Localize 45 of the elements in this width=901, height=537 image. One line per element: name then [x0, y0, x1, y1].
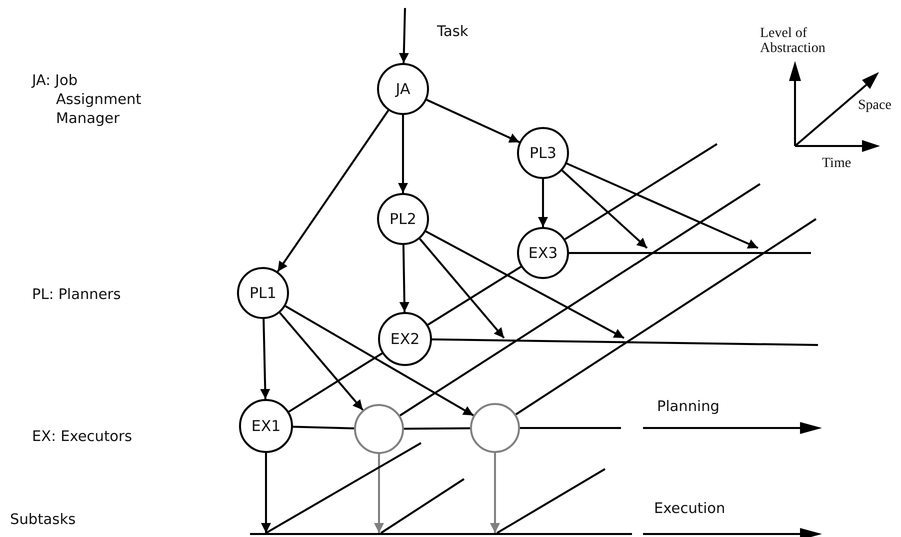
- label-text: PL: Planners: [32, 286, 121, 305]
- label-text: Planning: [657, 398, 720, 417]
- line: [404, 427, 470, 430]
- line: [432, 338, 818, 346]
- arrow: [399, 244, 410, 312]
- node-circle: EX3: [517, 227, 569, 279]
- line: [288, 352, 383, 413]
- arrow: [276, 110, 390, 272]
- arrow: [538, 179, 548, 227]
- label-text: JA: Job Assignment Manager: [32, 72, 142, 129]
- empty-circle: [354, 404, 404, 454]
- line: [515, 218, 817, 416]
- line: [569, 252, 811, 254]
- arrow: [279, 312, 364, 411]
- arrow: [490, 453, 500, 533]
- arrow: [284, 305, 474, 416]
- line: [427, 266, 522, 326]
- line: [520, 427, 621, 429]
- label-text: Level of Abstraction: [760, 27, 826, 56]
- node-circle: EX1: [239, 399, 293, 453]
- label-text: EX: Executors: [32, 428, 132, 447]
- label-text: Time: [822, 157, 852, 172]
- node-circle: PL3: [517, 127, 569, 179]
- label-text: Task: [437, 23, 468, 42]
- arrow: [260, 318, 270, 400]
- arrow: [261, 453, 271, 533]
- arrow: [566, 162, 758, 249]
- arrow: [562, 170, 648, 249]
- arrow: [398, 115, 408, 193]
- line: [399, 183, 761, 416]
- label-text: Subtasks: [10, 511, 76, 530]
- label-text: Space: [858, 99, 892, 114]
- node-circle: JA: [377, 63, 429, 115]
- label-text: Execution: [654, 500, 726, 519]
- node-circle: EX2: [378, 312, 432, 366]
- line: [564, 143, 718, 240]
- arrow: [419, 238, 505, 339]
- empty-circle: [470, 403, 520, 453]
- arrow: [398, 8, 409, 64]
- line: [292, 426, 354, 430]
- node-circle: PL2: [377, 193, 429, 245]
- arrow: [374, 454, 384, 533]
- node-circle: PL1: [237, 267, 289, 319]
- arrow: [425, 230, 624, 339]
- arrow: [426, 98, 520, 144]
